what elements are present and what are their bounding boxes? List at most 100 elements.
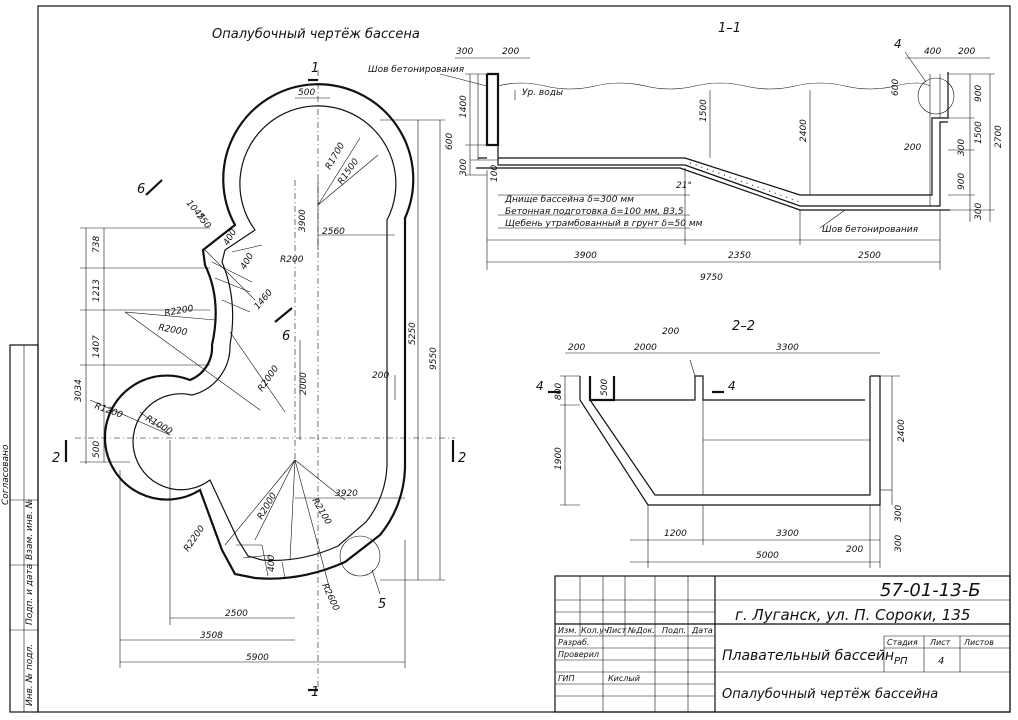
hdr-data: Дата [691, 626, 713, 635]
section-1-1-dim-1500r: 1500 [974, 121, 984, 144]
dim-400-a: 400 [222, 227, 239, 247]
section-2-2-dim-300b: 300 [894, 535, 904, 552]
title-block [554, 575, 1011, 713]
dim-3034: 3034 [74, 379, 84, 402]
col-stage: Стадия [887, 638, 918, 647]
dim-5250: 5250 [408, 322, 418, 345]
side-stamp: Согласовано Взам. инв. № Подп. и дата Ин… [1, 344, 39, 713]
dim-1407: 1407 [92, 335, 102, 358]
section-1-1-dim-600: 600 [445, 133, 455, 150]
radius-r2000-c: R2000 [256, 491, 279, 521]
section-2-2-title: 2–2 [732, 319, 755, 334]
section-1-1-dim-9750: 9750 [700, 273, 723, 283]
hdr-izm: Изм. [558, 626, 577, 635]
side-sign-date-label: Подп. и дата [25, 564, 35, 625]
section-1-1-dim-600r: 600 [891, 79, 901, 96]
radius-r2600: R2600 [319, 582, 341, 613]
section-2-2-dim-200top: 200 [662, 327, 679, 337]
radius-r2100: R2100 [309, 497, 332, 527]
section-1-1-dim-300: 300 [456, 47, 473, 57]
dim-738: 738 [92, 236, 102, 253]
section-1-1-dim-3900: 3900 [574, 251, 597, 261]
radius-r2000-a: R2000 [157, 323, 188, 338]
dim-500-left: 500 [92, 441, 102, 458]
dim-2000-v: 2000 [299, 372, 309, 395]
site-address: г. Луганск, ул. П. Сороки, 135 [735, 606, 970, 624]
note-concrete-prep: Бетонная подготовка δ=100 мм, B3,5 [505, 207, 684, 217]
dim-2500: 2500 [225, 609, 248, 619]
dim-200-plan: 200 [372, 371, 389, 381]
hdr-ndoc: №Док. [627, 626, 655, 635]
dim-3900: 3900 [298, 209, 308, 232]
section-1-1-dim-400r: 400 [924, 47, 941, 57]
side-inv-replace-label: Взам. инв. № [25, 499, 35, 560]
detail-4-circle [917, 77, 955, 115]
doc-code: 57-01-13-Б [880, 580, 981, 601]
section-1-1-dim-900a: 900 [974, 85, 984, 102]
sheet-title: Опалубочный чертёж бассейна [722, 687, 938, 702]
section-1-1-dim-200: 200 [502, 47, 519, 57]
side-agreed-label: Согласовано [1, 444, 11, 505]
section-2-2-dim-2000: 2000 [634, 343, 657, 353]
section-2-2-dim-3300b: 3300 [776, 529, 799, 539]
col-sheets: Листов [963, 638, 994, 647]
radius-r1700: R1700 [324, 141, 347, 171]
radius-r2200-b: R2200 [182, 524, 207, 554]
section-1-1-marker-4: 4 [894, 37, 902, 51]
section-2-2-dim-1900: 1900 [554, 447, 564, 470]
dim-5900: 5900 [246, 653, 269, 663]
section-2-2-marker-4-left: 4 [536, 379, 544, 393]
section-1-1-dim-200r: 200 [958, 47, 975, 57]
stage-value: РП [894, 656, 908, 667]
section-2-2-dim-200: 200 [568, 343, 585, 353]
section-1-1-dim-2350: 2350 [728, 251, 751, 261]
object-name: Плавательный бассейн [722, 648, 894, 664]
section-1-1-dim-2400: 2400 [799, 119, 809, 142]
role-gip: ГИП [558, 674, 574, 683]
section-1-1-dim-300r: 300 [957, 139, 967, 156]
section-1-1-dim-300b: 300 [459, 159, 469, 176]
cut-1-bottom-label: 1 [311, 685, 319, 700]
plan-radius-lines [89, 137, 379, 591]
hdr-list: Лист [605, 626, 627, 635]
section-1-1-dim-2500: 2500 [858, 251, 881, 261]
dim-1460: 1460 [253, 288, 276, 312]
section-2-2-dim-3300: 3300 [776, 343, 799, 353]
section-2-2-texts: 200 200 2000 3300 500 800 1900 2400 4 4 … [536, 327, 907, 561]
cut-2-right-label: 2 [458, 451, 466, 466]
section-2-2-dim-800: 800 [554, 383, 564, 400]
section-1-1-angle: 21° [676, 181, 692, 191]
section-2-2-dim-1200: 1200 [664, 529, 687, 539]
joint-label-bottom: Шов бетонирования [822, 225, 919, 235]
hdr-podp: Подп. [662, 626, 686, 635]
section-2-2-dim-300a: 300 [894, 505, 904, 522]
sheet-number: 4 [938, 656, 944, 667]
title-block-texts: 57-01-13-Б г. Луганск, ул. П. Сороки, 13… [558, 580, 994, 702]
dim-500-top: 500 [298, 88, 315, 98]
section-2-2-profile [579, 359, 892, 506]
note-gravel: Щебень утрамбованный в грунт δ=50 мм [505, 219, 703, 229]
section-1-1-dim-900b: 900 [957, 173, 967, 190]
section-1-1-profile [470, 51, 955, 211]
cut-2-left-label: 2 [52, 451, 60, 466]
detail-5-label: 5 [378, 597, 386, 612]
cut-6-top-label: 6 [137, 182, 145, 197]
col-sheet: Лист [929, 638, 951, 647]
dim-400-c: 400 [267, 555, 277, 572]
section-1-1-dim-lines [439, 57, 995, 270]
section-2-2-dim-5000: 5000 [756, 551, 779, 561]
water-level-label: Ур. воды [522, 88, 563, 98]
section-1-1-dim-1500: 1500 [699, 99, 709, 122]
section-2-2-marker-4-right: 4 [728, 379, 736, 393]
dim-3920: 3920 [335, 489, 358, 499]
section-2-2-dim-lines [548, 352, 900, 568]
section-1-1-title: 1–1 [718, 21, 741, 36]
radius-r200: R200 [280, 255, 304, 265]
section-1-1-dim-2700: 2700 [994, 125, 1004, 148]
role-developer: Разраб. [558, 638, 589, 647]
section-1-1-texts: Шов бетонирования Ур. воды Шов бетониров… [368, 37, 1004, 283]
cut-6-bottom-label: 6 [282, 329, 290, 344]
section-1-1-dim-100: 100 [490, 165, 500, 182]
cut-1-top-label: 1 [311, 61, 319, 76]
